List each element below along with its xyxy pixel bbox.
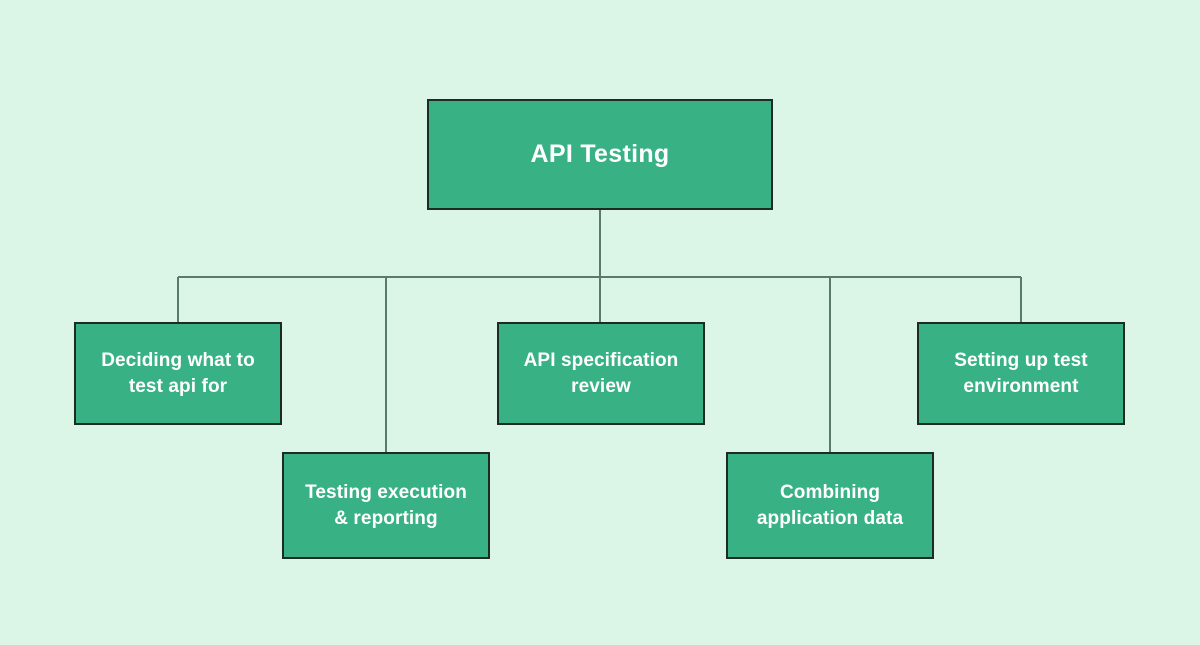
node-root-label: API Testing	[530, 140, 670, 168]
node-setting-up-test-environment: Setting up test environment	[917, 322, 1125, 425]
node-setting-label: Setting up test environment	[954, 350, 1088, 397]
node-combining-application-data: Combining application data	[726, 452, 934, 559]
node-testing-label: Testing execution & reporting	[305, 482, 467, 529]
node-apispec-label: API specification review	[523, 350, 679, 397]
node-api-specification-review: API specification review	[497, 322, 705, 425]
node-root-api-testing: API Testing	[427, 99, 773, 210]
node-deciding-label: Deciding what to test api for	[101, 350, 255, 397]
node-combining-label: Combining application data	[756, 482, 904, 529]
node-deciding-what-to-test: Deciding what to test api for	[74, 322, 282, 425]
node-testing-execution: Testing execution & reporting	[282, 452, 490, 559]
